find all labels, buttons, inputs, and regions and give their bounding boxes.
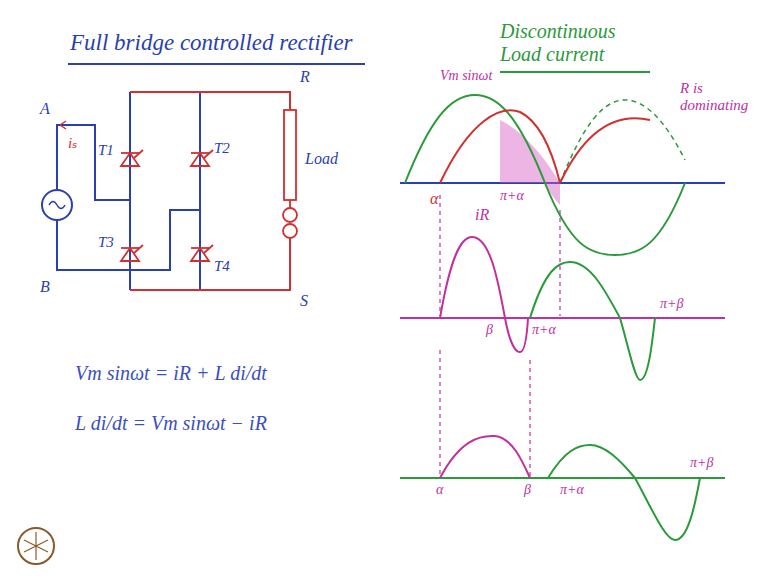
handwritten-label: Vm sinωt = iR + L di/dt — [75, 362, 267, 385]
handwritten-label: S — [300, 292, 308, 310]
handwritten-label: π+α — [500, 188, 524, 204]
handwritten-label: T3 — [98, 234, 114, 251]
handwritten-label: iR — [475, 206, 489, 224]
handwritten-label: A — [40, 100, 50, 118]
handwritten-label: α — [436, 482, 443, 498]
handwritten-label: iₛ — [68, 135, 77, 152]
handwritten-label: β — [486, 322, 493, 338]
handwritten-label: L di/dt = Vm sinωt − iR — [75, 412, 267, 435]
handwritten-label: T2 — [214, 140, 230, 157]
handwritten-label: π+α — [560, 482, 584, 498]
slide-title: Full bridge controlled rectifier — [70, 30, 353, 56]
handwritten-label: Discontinuous Load current — [500, 20, 650, 66]
handwritten-label: R is dominating — [680, 80, 762, 115]
handwritten-label: T1 — [98, 142, 114, 159]
handwritten-label: β — [524, 482, 531, 498]
handwritten-label: R — [300, 68, 310, 86]
handwritten-label: π+β — [660, 296, 683, 312]
handwritten-label: π+α — [532, 322, 556, 338]
handwritten-label: Load — [305, 150, 338, 168]
handwritten-label: Vm sinωt — [440, 68, 492, 84]
handwritten-label: B — [40, 278, 50, 296]
handwritten-label: α — [430, 190, 438, 208]
handwritten-label: π+β — [690, 455, 713, 471]
handwritten-label: T4 — [214, 258, 230, 275]
